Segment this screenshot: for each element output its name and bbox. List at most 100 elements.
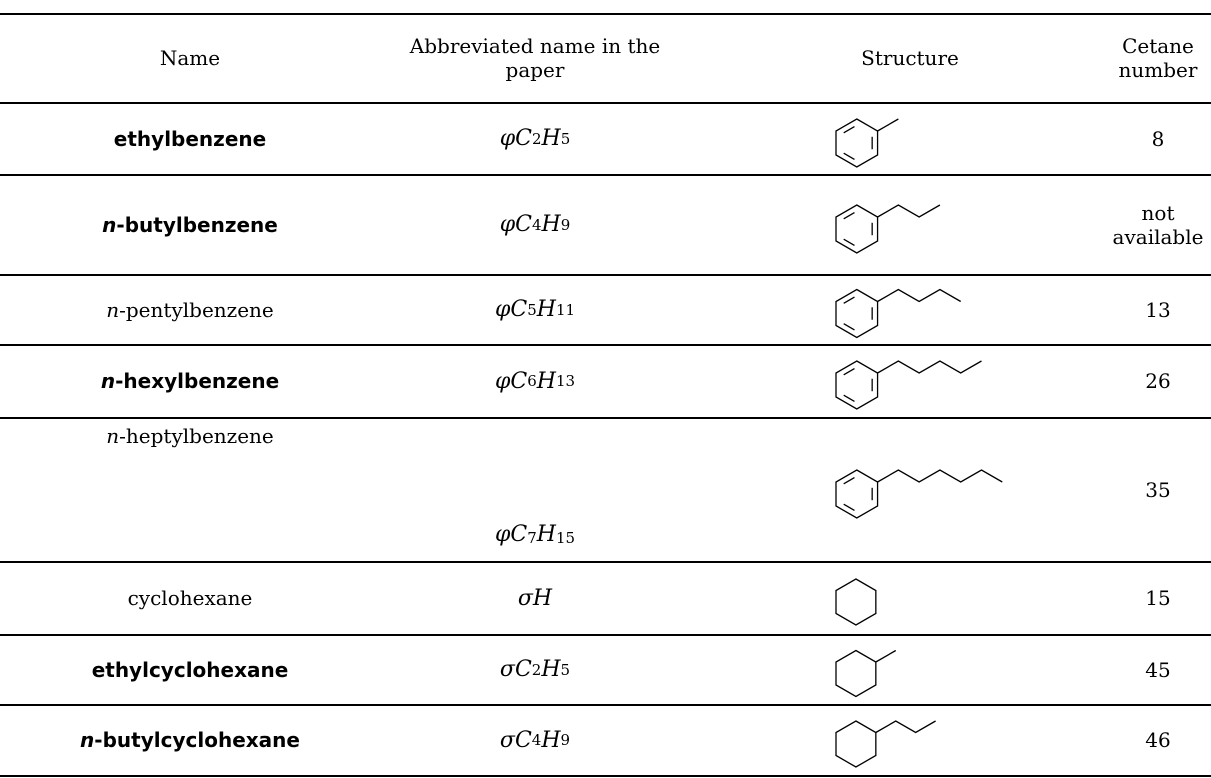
compound-name: n-butylcyclohexane (0, 705, 380, 775)
structure-cell (830, 175, 1090, 274)
row-rule (0, 561, 1211, 563)
double-bond-line (843, 238, 855, 246)
formula-symbol: σ (517, 585, 533, 611)
row-rule (0, 174, 1211, 176)
row-rule (0, 634, 1211, 636)
compound-name: ethylcyclohexane (0, 635, 380, 704)
cetane-number: 8 (1105, 103, 1211, 174)
alkyl-chain (877, 117, 899, 132)
hydrogen-count: 5 (560, 129, 571, 148)
row-rule (0, 102, 1211, 104)
hydrogen-count: 11 (555, 300, 576, 319)
benzene-structure (835, 203, 941, 254)
cetane-value: 35 (1145, 477, 1171, 502)
name-text: -butylbenzene (116, 212, 278, 237)
formula-symbol: φ (494, 522, 511, 547)
cetane-number: 15 (1105, 562, 1211, 634)
cyclohexane-structure (835, 649, 897, 698)
header-structure: Structure (861, 46, 959, 70)
structure-cell (830, 418, 1090, 561)
ring-hexagon (835, 649, 877, 698)
carbon-count: 2 (531, 660, 542, 679)
name-text: -pentylbenzene (119, 297, 274, 322)
name-text: cyclohexane (127, 586, 253, 610)
double-bond-line (843, 296, 855, 304)
table-top-rule (0, 13, 1211, 15)
ring-hexagon (835, 578, 877, 626)
cetane-number: 46 (1105, 705, 1211, 775)
header-abbrev: Abbreviated name in the paper (409, 34, 661, 82)
formula-symbol: σ (499, 727, 515, 753)
name-text: -heptylbenzene (119, 424, 274, 448)
alkyl-chain (877, 203, 941, 218)
alkyl-chain (877, 360, 982, 374)
carbon-count: 4 (531, 731, 542, 749)
ring-hexagon (835, 203, 879, 254)
name-prefix: n (106, 424, 120, 448)
benzene-structure (835, 117, 899, 168)
row-rule (0, 417, 1211, 419)
carbon-count: 5 (527, 300, 537, 319)
alkyl-chain (875, 720, 936, 734)
hydrogen-count: 5 (560, 660, 571, 679)
name-text: ethylcyclohexane (91, 657, 289, 682)
compound-name: n-heptylbenzene (0, 418, 380, 561)
double-bond-line (843, 125, 855, 133)
double-bond-line (843, 368, 855, 376)
ring-hexagon (835, 468, 879, 519)
carbon-count: 2 (531, 129, 542, 148)
row-rule (0, 704, 1211, 706)
double-bond-line (843, 152, 855, 160)
cetane-number: 13 (1105, 275, 1211, 344)
ring-hexagon (835, 360, 879, 410)
name-text: -butylcyclohexane (94, 728, 300, 752)
cetane-value: 45 (1145, 657, 1171, 682)
cyclohexane-structure (835, 578, 877, 626)
cetane-value: 8 (1151, 126, 1165, 151)
name-text: -hexylbenzene (115, 369, 280, 393)
hydrogen-count: 13 (555, 372, 576, 390)
ring-hexagon (835, 720, 877, 768)
hydrogen-count: 9 (560, 731, 571, 749)
hydrogen-count: 15 (555, 529, 576, 547)
alkyl-chain (875, 649, 897, 663)
double-bond-line (843, 211, 855, 219)
name-prefix: n (102, 212, 117, 237)
name-prefix: n (80, 728, 95, 752)
header-name: Name (159, 46, 221, 70)
structure-cell (830, 345, 1090, 417)
structure-cell (830, 635, 1090, 704)
double-bond-line (843, 394, 855, 402)
compound-name: cyclohexane (0, 562, 380, 634)
alkyl-chain (877, 288, 962, 303)
formula-symbol: φ (499, 126, 516, 151)
benzene-structure (835, 360, 982, 410)
structure-cell (830, 103, 1090, 174)
structure-cell (830, 562, 1090, 634)
header-cetane: Cetane number (1118, 34, 1198, 82)
formula-symbol: φ (499, 212, 516, 237)
ring-hexagon (835, 288, 879, 339)
double-bond-line (843, 323, 855, 331)
compound-name: n-hexylbenzene (0, 345, 380, 417)
table-bottom-rule (0, 775, 1211, 777)
formula-symbol: φ (494, 297, 511, 322)
carbon-count: 7 (527, 529, 537, 547)
cetane-value: 26 (1145, 369, 1171, 393)
cetane-value: not available (1112, 200, 1204, 249)
formula-symbol: σ (499, 657, 515, 682)
double-bond-line (843, 476, 855, 484)
row-rule (0, 274, 1211, 276)
cetane-value: 15 (1145, 586, 1171, 610)
compound-name: n-butylbenzene (0, 175, 380, 274)
benzene-structure (835, 468, 1003, 519)
